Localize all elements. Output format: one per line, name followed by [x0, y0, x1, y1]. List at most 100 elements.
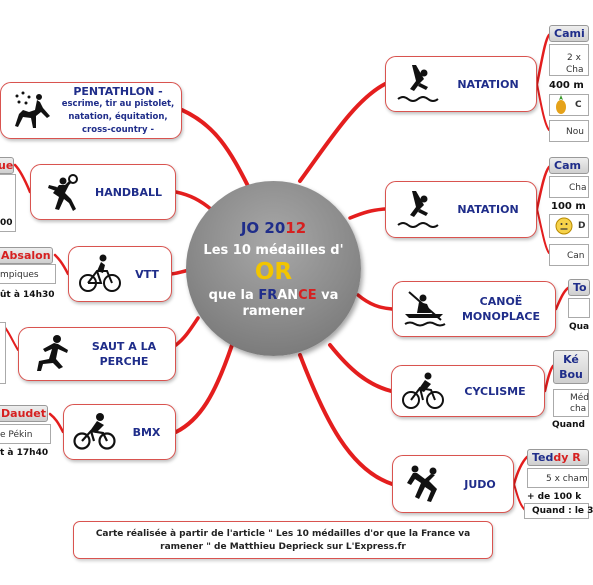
judo-label: JUDO: [464, 477, 496, 491]
natation-1-detail-t3: 400 m: [549, 80, 584, 91]
natation-1-label: NATATION: [457, 77, 519, 91]
node-bmx[interactable]: BMX: [63, 404, 176, 460]
branch-canoe: [356, 293, 394, 311]
natation-2-label: NATATION: [457, 203, 519, 216]
node-pentathlon[interactable]: PENTATHLON - escrime, tir au pistolet, n…: [0, 82, 182, 139]
connector-vtt: [53, 253, 70, 276]
cyclisme-detail-t1: Méd: [570, 393, 590, 403]
branch-pentathlon: [180, 108, 252, 192]
branch-cyclisme: [328, 343, 393, 393]
vtt-label: VTT: [135, 267, 159, 281]
natation-2-detail-box: [549, 176, 589, 198]
node-vtt[interactable]: VTT: [68, 246, 172, 302]
bmx-detail-head: Daudet: [0, 405, 48, 422]
natation-1-detail-box-2: [549, 120, 589, 142]
connector-natation-2b: [536, 208, 550, 254]
cycling-icon: [402, 372, 444, 409]
bmx-label: BMX: [132, 425, 161, 439]
neutral-face-icon: [555, 217, 573, 235]
swimming-dive-icon: [397, 190, 439, 228]
canoe-label: CANOË MONOPLACE: [461, 295, 541, 323]
connector-cyclisme: [543, 364, 555, 393]
bmx-icon: [73, 413, 116, 450]
handball-icon: [48, 174, 78, 211]
natation-2-detail-head: Cam: [549, 157, 589, 174]
center-line-ramener: ramener: [242, 304, 305, 319]
judo-detail-t2: + de 100 k: [527, 492, 582, 502]
judo-detail-head: Teddy R: [527, 449, 589, 466]
pentathlon-sublabel: escrime, tir au pistolet, natation, équi…: [61, 98, 175, 135]
node-judo[interactable]: JUDO: [392, 455, 514, 513]
canoe-detail-t1: Qua: [569, 322, 590, 332]
center-title: JO 2012: [240, 219, 307, 237]
central-topic: JO 2012 Les 10 médailles d' OR que la FR…: [186, 181, 361, 356]
vtt-detail-box: [0, 264, 56, 284]
handball-detail-box: [0, 174, 16, 232]
connector-canoe: [554, 286, 570, 311]
connector-natation-1b: [536, 83, 550, 131]
node-cyclisme[interactable]: CYCLISME: [391, 365, 545, 417]
cyclisme-detail-t3: Quand: [552, 420, 585, 430]
canoe-detail-box: [568, 298, 590, 318]
natation-1-detail-t2: Cha: [566, 65, 584, 75]
vtt-detail-text-1: mpiques: [0, 270, 39, 280]
natation-2-detail-box-2: [549, 244, 589, 266]
saut-perche-label: SAUT A LA PERCHE: [91, 340, 157, 368]
judo-detail-box: [527, 468, 589, 488]
branch-natation-2: [348, 207, 387, 220]
cyclisme-label: CYCLISME: [464, 384, 526, 398]
center-subtitle: Les 10 médailles d': [203, 243, 344, 258]
node-canoe[interactable]: CANOË MONOPLACE: [392, 281, 556, 337]
branch-perche: [174, 316, 200, 347]
pentathlon-label: PENTATHLON -: [73, 84, 163, 98]
bmx-detail-box: [0, 424, 51, 444]
node-saut-perche[interactable]: SAUT A LA PERCHE: [18, 327, 176, 381]
cyclisme-detail-t2: cha: [570, 404, 587, 414]
natation-2-detail-t4: Can: [567, 251, 585, 261]
connector-handball: [13, 163, 32, 194]
branch-bmx: [174, 343, 234, 434]
pineapple-icon: [556, 95, 566, 114]
natation-1-detail-t1: 2 x: [567, 53, 581, 63]
cyclisme-detail-head: Ké Bou: [553, 350, 589, 384]
node-natation-1[interactable]: NATATION: [385, 56, 537, 112]
swimming-dive-icon: [397, 65, 439, 102]
natation-2-detail-t2: 100 m: [551, 201, 586, 212]
judo-icon: [407, 465, 437, 502]
connector-judo: [512, 455, 529, 486]
source-caption: Carte réalisée à partir de l'article " L…: [73, 521, 493, 559]
connector-natation-2: [535, 165, 551, 211]
vtt-detail-text-2: ût à 14h30: [0, 290, 55, 300]
branch-handball: [174, 190, 214, 212]
judo-detail-t1: 5 x cham: [546, 474, 588, 484]
source-caption-line-2: ramener " de Matthieu Deprieck sur L'Exp…: [160, 542, 406, 552]
bmx-detail-text-1: e Pékin: [0, 430, 33, 440]
judo-detail-box-2: [524, 503, 589, 519]
handball-detail-head: ue: [0, 157, 14, 174]
canoe-icon: [404, 291, 446, 327]
canoe-detail-head: To: [568, 279, 590, 296]
natation-1-detail-head: Cami: [549, 25, 589, 42]
judo-detail-t3: Quand : le 3: [532, 506, 593, 516]
handball-detail-text: 00: [0, 218, 13, 228]
pentathlon-icon: [15, 91, 50, 128]
node-handball[interactable]: HANDBALL: [30, 164, 176, 220]
center-line-france: que la FRANCE va: [208, 288, 339, 303]
source-caption-line-1: Carte réalisée à partir de l'article " L…: [95, 529, 471, 539]
natation-1-detail-t5: Nou: [566, 127, 584, 137]
connector-natation-1: [535, 33, 551, 86]
handball-label: HANDBALL: [95, 185, 162, 199]
bmx-detail-text-2: t à 17h40: [0, 448, 49, 458]
branch-natation-1: [298, 82, 387, 183]
node-natation-2[interactable]: NATATION: [385, 181, 537, 238]
natation-1-detail-t4: C: [575, 100, 582, 110]
natation-2-detail-t1: Cha: [569, 183, 587, 193]
connector-bmx: [48, 412, 65, 434]
natation-2-detail-t3: D: [578, 221, 586, 231]
natation-1-detail-box: [549, 44, 589, 76]
branch-judo: [298, 353, 394, 486]
connector-judo-b: [513, 483, 526, 511]
center-or: OR: [254, 259, 293, 285]
perche-detail-box: [0, 322, 6, 384]
